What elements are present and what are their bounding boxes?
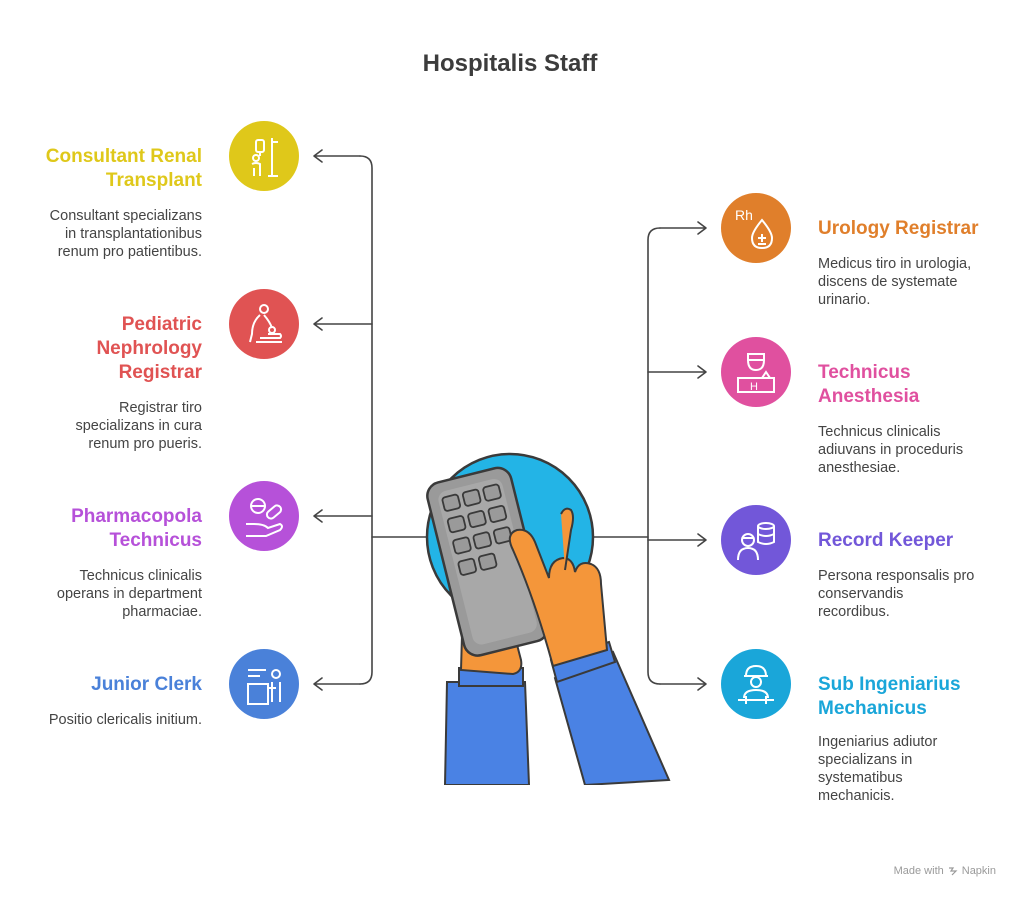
right-vertical-line — [647, 227, 661, 685]
anesthesia-title: Technicus Anesthesia — [818, 362, 920, 407]
pediatric-title: Pediatric Nephrology Registrar — [96, 314, 202, 383]
arrow-record — [647, 533, 707, 547]
pharmacopola-icon-circle — [229, 481, 299, 551]
arrow-consultant — [313, 149, 361, 163]
watermark-name: Napkin — [961, 865, 996, 877]
pharmacopola-title: Pharmacopola Technicus — [71, 506, 202, 551]
napkin-watermark: Made with Napkin — [894, 865, 996, 877]
clerk-icon-circle — [229, 649, 299, 719]
baby-care-icon — [249, 304, 282, 343]
arrow-pharmacopola — [313, 509, 373, 523]
engineer-title: Sub Ingeniarius Mechanicus — [818, 674, 961, 719]
record-desc: Persona responsalis pro conservandis rec… — [818, 568, 975, 620]
consultant-title: Consultant Renal Transplant — [45, 146, 202, 191]
watermark-prefix: Made with — [893, 865, 944, 877]
engineer-icon-circle — [721, 649, 791, 719]
arrow-pediatric — [313, 317, 373, 331]
arrow-anesthesia — [647, 365, 707, 379]
anesthesia-desc: Technicus clinicalis adiuvans in procedu… — [818, 424, 964, 476]
iv-drip-icon — [251, 138, 278, 177]
engineer-desc: Ingeniarius adiutor specializans in syst… — [818, 734, 938, 804]
clerk-desk-icon — [247, 669, 281, 705]
urology-icon-text: Rh — [735, 207, 753, 223]
blood-drop-icon: Rh — [735, 207, 774, 250]
record-icon-circle — [721, 505, 791, 575]
pill-hand-icon — [246, 498, 283, 537]
anesthesia-icon-text: H — [750, 381, 758, 393]
hard-hat-worker-icon — [738, 664, 774, 704]
napkin-logo-icon — [948, 867, 958, 876]
consultant-desc: Consultant specializans in transplantati… — [49, 208, 202, 260]
arrow-urology — [659, 221, 707, 235]
diagram-title: Hospitalis Staff — [422, 50, 598, 77]
left-vertical-line — [359, 155, 373, 685]
pediatric-desc: Registrar tiro specializans in cura renu… — [75, 400, 202, 452]
arrow-clerk — [313, 677, 361, 691]
anesthesia-icon-circle: H — [721, 337, 791, 407]
clerk-desc: Positio clericalis initium. — [48, 712, 202, 728]
pharmacopola-desc: Technicus clinicalis operans in departme… — [56, 568, 202, 620]
urology-title: Urology Registrar — [818, 218, 979, 239]
record-title: Record Keeper — [818, 530, 954, 551]
pediatric-icon-circle — [229, 289, 299, 359]
urology-icon-circle: Rh — [721, 193, 791, 263]
database-person-icon — [737, 522, 775, 561]
clerk-title: Junior Clerk — [91, 674, 202, 695]
hospital-staff-icon: H — [737, 353, 775, 393]
urology-desc: Medicus tiro in urologia, discens de sys… — [818, 256, 972, 308]
hands-calculator-icon — [425, 452, 671, 785]
consultant-icon-circle — [229, 121, 299, 191]
arrow-engineer — [659, 677, 707, 691]
